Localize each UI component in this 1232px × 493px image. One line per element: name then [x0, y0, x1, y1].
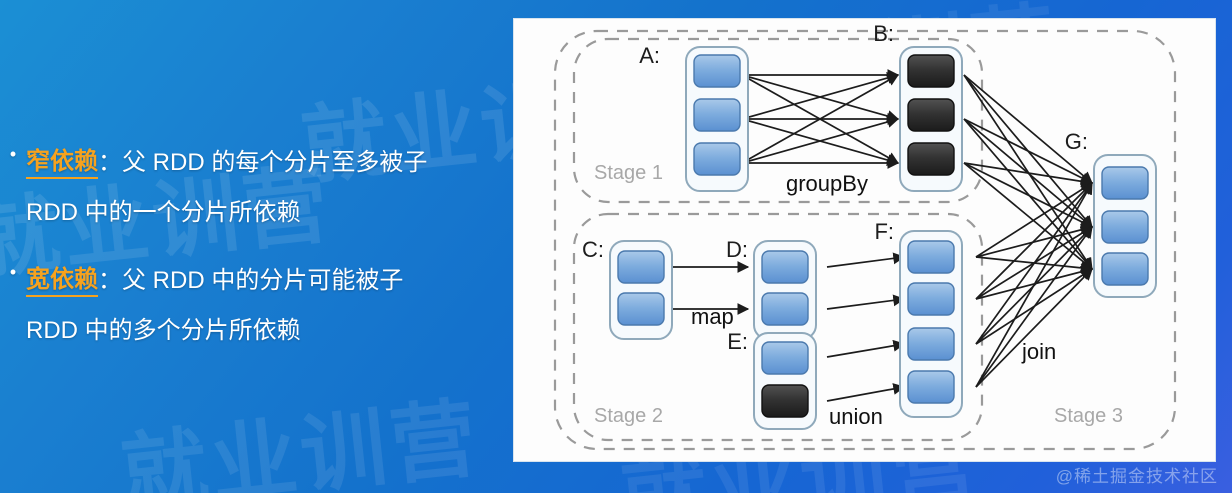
bullet-text-line2: RDD 中的多个分片所依赖 — [26, 317, 301, 345]
rdd-F[interactable]: F: — [874, 219, 963, 418]
bullet-keyword-narrow: 窄依赖 — [26, 147, 98, 180]
partition-block[interactable] — [1101, 252, 1149, 286]
rdd-label-D: D: — [726, 237, 748, 262]
stage-boundary-stage1 — [572, 37, 984, 204]
stage-boundary-stage3 — [553, 29, 1177, 451]
rdd-label-G: G: — [1065, 129, 1088, 154]
partition-block[interactable] — [1101, 166, 1149, 200]
edges-groupby-a-to-b — [741, 69, 900, 169]
partition-block[interactable] — [761, 292, 809, 326]
edges-join-f-to-g — [975, 181, 1094, 388]
rdd-E[interactable]: E: — [727, 329, 817, 430]
rdd-lineage-diagram-panel: A: B: C: — [513, 18, 1216, 462]
edges-join-b-to-g — [963, 74, 1094, 270]
background-watermark: 就业训营 — [116, 390, 485, 493]
rdd-D[interactable]: D: — [726, 237, 817, 340]
partition-block[interactable] — [761, 384, 809, 418]
operation-label-map: map — [691, 304, 734, 329]
partition-block[interactable] — [693, 142, 741, 176]
operation-label-join: join — [1021, 339, 1056, 364]
edges-union-e-to-f — [826, 339, 906, 402]
bullet-keyword-wide: 宽依赖 — [26, 265, 98, 298]
rdd-label-C: C: — [582, 237, 604, 262]
bullet-text-line2: RDD 中的一个分片所依赖 — [26, 199, 301, 227]
partition-block[interactable] — [761, 250, 809, 284]
diagram-svg-container: A: B: C: — [514, 19, 1215, 461]
partition-block[interactable] — [617, 250, 665, 284]
edges-map-c-to-d — [666, 261, 750, 315]
partition-block[interactable] — [907, 282, 955, 316]
rdd-G[interactable]: G: — [1065, 129, 1157, 298]
rdd-label-F: F: — [874, 219, 894, 244]
rdd-C[interactable]: C: — [582, 237, 673, 340]
rdd-A[interactable]: A: — [639, 43, 749, 192]
rdd-B[interactable]: B: — [873, 21, 963, 192]
stage-boundary-stage2 — [572, 212, 984, 442]
stage-label-stage3: Stage 3 — [1054, 405, 1123, 427]
bullet-item-narrow-dependency: • 窄依赖：父 RDD 的每个分片至多被子 RDD 中的一个分片所依赖 — [0, 138, 500, 238]
rdd-label-E: E: — [727, 329, 748, 354]
partition-block[interactable] — [693, 54, 741, 88]
partition-block[interactable] — [907, 98, 955, 132]
bullet-marker: • — [9, 144, 17, 164]
partition-block[interactable] — [761, 341, 809, 375]
stage-label-stage2: Stage 2 — [594, 405, 663, 427]
bullet-text-line1: 父 RDD 中的分片可能被子 — [122, 267, 404, 295]
partition-block[interactable] — [693, 98, 741, 132]
bullet-marker: • — [9, 262, 17, 282]
partition-block[interactable] — [907, 142, 955, 176]
bullet-item-wide-dependency: • 宽依赖：父 RDD 中的分片可能被子 RDD 中的多个分片所依赖 — [0, 256, 500, 356]
partition-block[interactable] — [617, 292, 665, 326]
corner-watermark: @稀土掘金技术社区 — [1055, 467, 1218, 486]
bullet-colon: ： — [98, 267, 122, 295]
operation-label-union: union — [829, 404, 883, 429]
stage-label-stage1: Stage 1 — [594, 162, 663, 184]
rdd-label-A: A: — [639, 43, 660, 68]
partition-block[interactable] — [907, 370, 955, 404]
bullet-list: • 窄依赖：父 RDD 的每个分片至多被子 RDD 中的一个分片所依赖 • 宽依… — [0, 138, 500, 374]
operation-label-groupby: groupBy — [786, 171, 868, 196]
partition-block[interactable] — [907, 240, 955, 274]
bullet-colon: ： — [98, 149, 122, 177]
partition-block[interactable] — [907, 54, 955, 88]
partition-block[interactable] — [1101, 210, 1149, 244]
partition-block[interactable] — [907, 327, 955, 361]
edges-union-d-to-f — [826, 252, 906, 310]
rdd-label-B: B: — [873, 21, 894, 46]
bullet-text-line1: 父 RDD 的每个分片至多被子 — [122, 149, 428, 177]
